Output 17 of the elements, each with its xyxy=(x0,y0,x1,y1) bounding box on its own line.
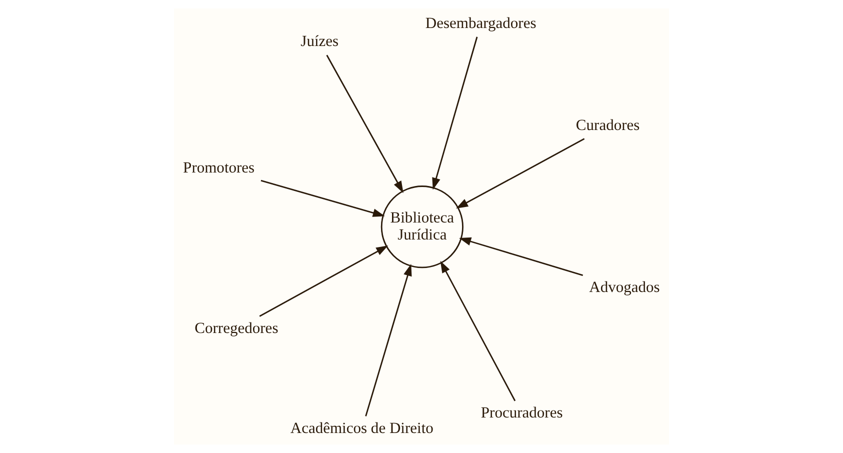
node-text: Curadores xyxy=(576,116,640,134)
node-text: Juízes xyxy=(300,33,339,50)
node-text: Promotores xyxy=(183,159,255,176)
arrow xyxy=(326,54,404,194)
arrow xyxy=(459,237,584,276)
arrow xyxy=(259,246,388,317)
node-text: Corregedores xyxy=(194,320,278,337)
arrow xyxy=(365,264,412,416)
arrow xyxy=(440,260,516,402)
node-text: Procuradores xyxy=(480,404,563,422)
arrow xyxy=(456,138,585,208)
arrow xyxy=(260,180,385,217)
node-text: Acadêmicos de Direito xyxy=(290,420,434,438)
arrow xyxy=(432,36,478,190)
node-text: Advogados xyxy=(589,278,660,296)
node-circle: Biblioteca Jurídica xyxy=(380,186,464,268)
node-text: Desembargadores xyxy=(425,14,536,32)
